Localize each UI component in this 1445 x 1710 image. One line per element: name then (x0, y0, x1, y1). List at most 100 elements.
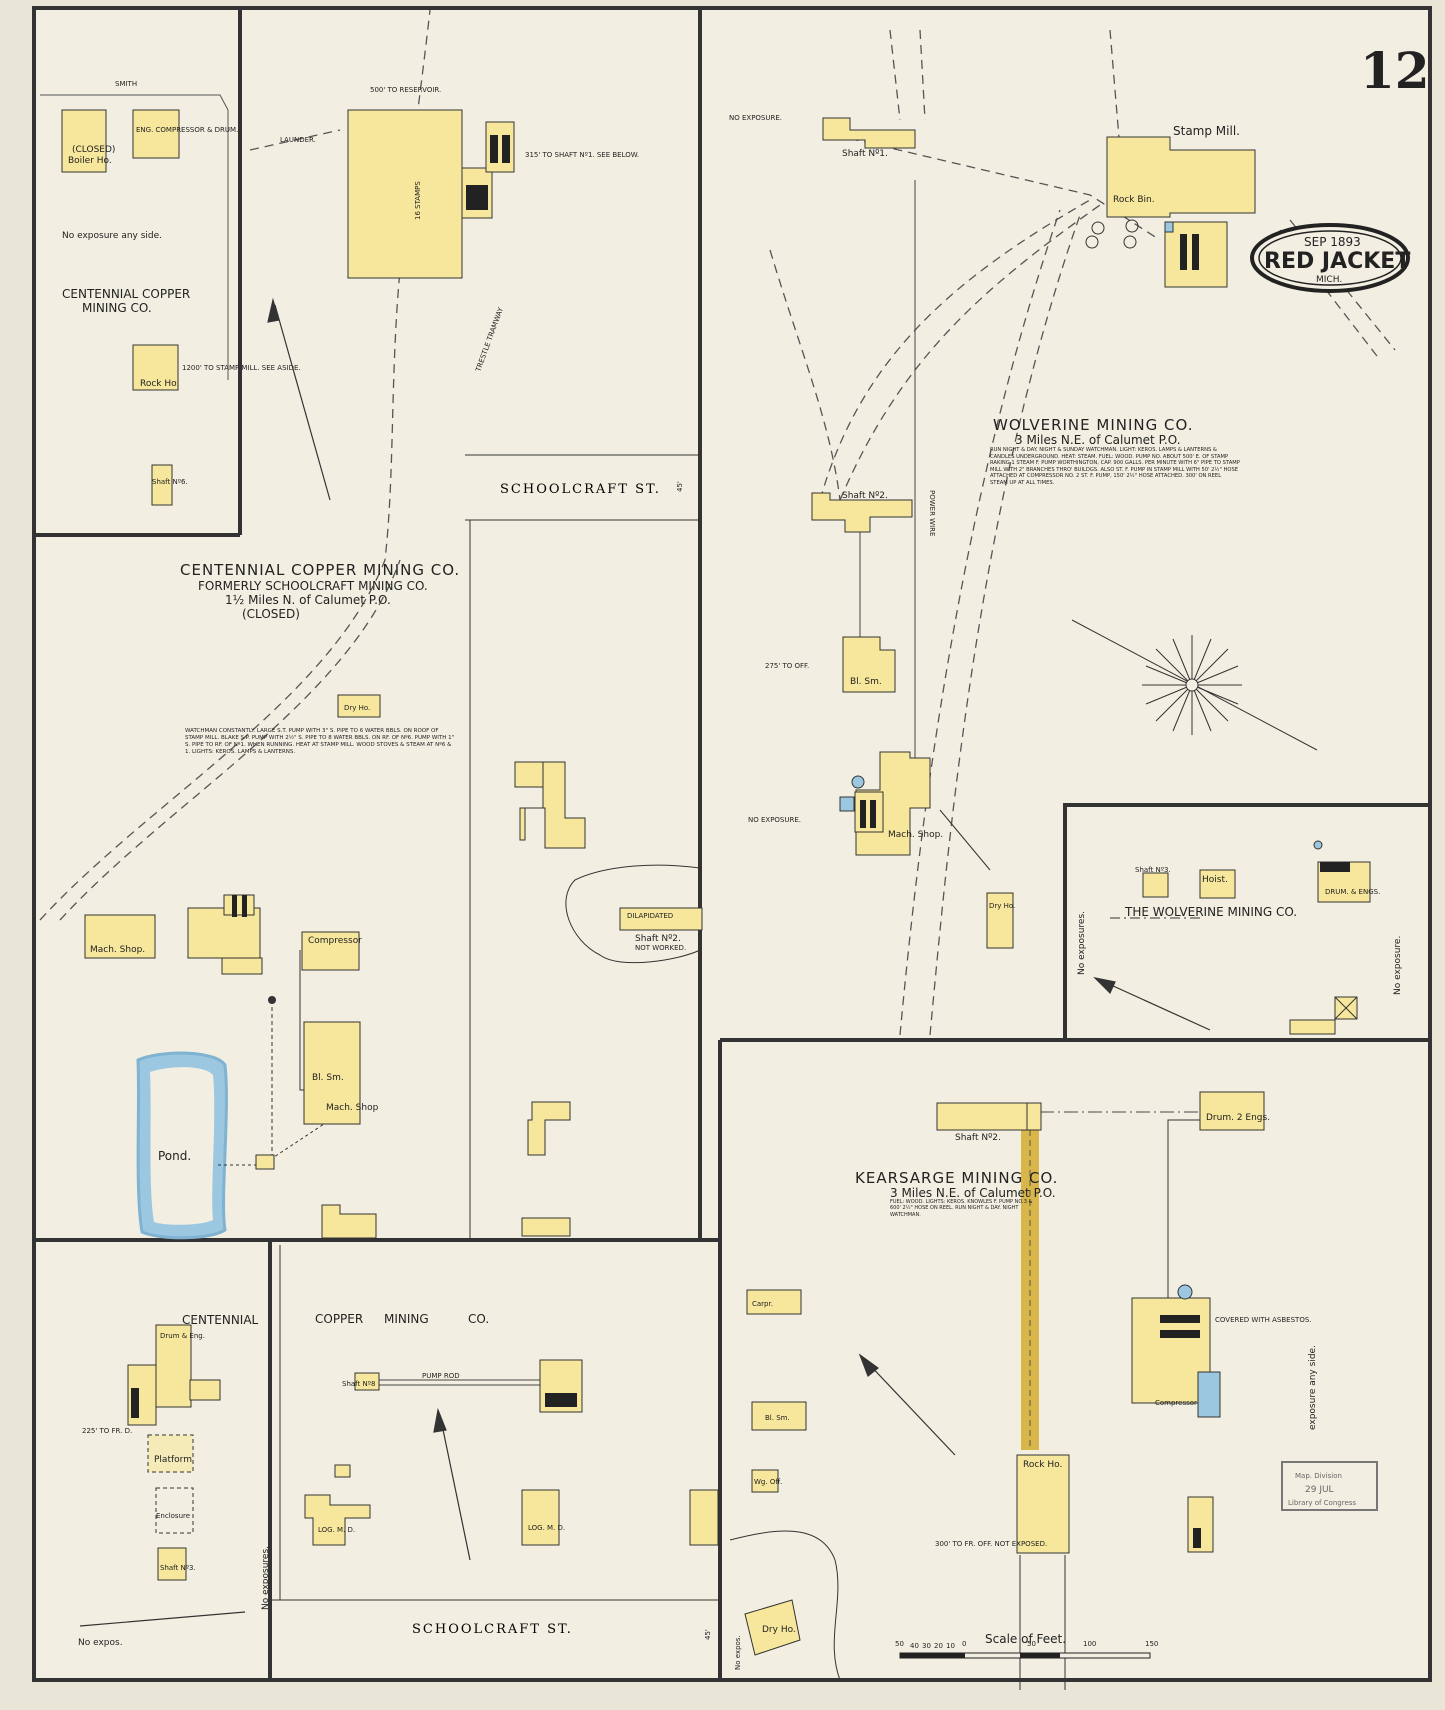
carpenter (746, 1289, 802, 1315)
stamp-mill-wolverine (1106, 136, 1256, 218)
dry-house-b1 (337, 694, 381, 718)
shaft-2-kearsarge (936, 1102, 1028, 1131)
kearsarge-label: KEARSARGE MINING CO. 3 Miles N.E. of Cal… (855, 1169, 1058, 1200)
svg-text:MINING: MINING (384, 1312, 429, 1326)
drum-eng (155, 1324, 192, 1408)
svg-text:No expos.: No expos. (734, 1635, 742, 1670)
svg-text:Shaft Nº6.: Shaft Nº6. (152, 478, 188, 486)
svg-text:Compressor: Compressor (308, 936, 362, 946)
wolverine-label: WOLVERINE MINING CO. 3 Miles N.E. of Cal… (993, 416, 1193, 447)
shaft-6 (151, 464, 173, 506)
svg-text:Mach. Shop.: Mach. Shop. (90, 945, 145, 955)
svg-text:29 JUL: 29 JUL (1305, 1485, 1334, 1495)
svg-text:45': 45' (676, 481, 684, 492)
centennial-lower-label: CENTENNIAL COPPER MINING CO. (182, 1312, 489, 1327)
svg-text:Carpr.: Carpr. (752, 1300, 773, 1308)
svg-text:100: 100 (1083, 1640, 1096, 1648)
svg-text:CENTENNIAL: CENTENNIAL (182, 1313, 259, 1327)
svg-text:LOG. M. D.: LOG. M. D. (318, 1526, 355, 1534)
svg-text:Mach. Shop: Mach. Shop (326, 1103, 379, 1113)
eng-compressor (132, 109, 180, 159)
date-stamp: SEP 1893 RED JACKET MICH. (1250, 223, 1410, 293)
svg-text:SEP 1893: SEP 1893 (1304, 235, 1361, 249)
svg-text:CENTENNIAL COPPER: CENTENNIAL COPPER (62, 287, 190, 301)
svg-text:exposure any side.: exposure any side. (1308, 1345, 1318, 1430)
svg-text:Shaft Nº1.: Shaft Nº1. (842, 149, 888, 159)
svg-text:NO EXPOSURE.: NO EXPOSURE. (729, 114, 782, 122)
svg-text:20: 20 (934, 1642, 943, 1650)
svg-text:50: 50 (1027, 1640, 1036, 1648)
svg-text:RED JACKET: RED JACKET (1264, 249, 1410, 274)
svg-text:Drum & Eng.: Drum & Eng. (160, 1332, 205, 1340)
svg-text:1½ Miles N. of Calumet P.O.: 1½ Miles N. of Calumet P.O. (225, 593, 391, 607)
svg-text:Stamp Mill.: Stamp Mill. (1173, 124, 1240, 138)
svg-text:Rock Bin.: Rock Bin. (1113, 195, 1155, 205)
north-arrows (79, 297, 1211, 1627)
svg-text:Rock Ho.: Rock Ho. (140, 379, 179, 389)
svg-text:WOLVERINE MINING CO.: WOLVERINE MINING CO. (993, 416, 1193, 434)
svg-text:KEARSARGE MINING CO.: KEARSARGE MINING CO. (855, 1169, 1058, 1187)
svg-text:No exposures.: No exposures. (1077, 911, 1087, 975)
svg-text:MICH.: MICH. (1316, 275, 1342, 285)
rock-house-inset (132, 344, 179, 391)
rock-house-kearsarge (1016, 1454, 1070, 1554)
svg-text:ENG. COMPRESSOR & DRUM.: ENG. COMPRESSOR & DRUM. (136, 126, 238, 134)
svg-text:40: 40 (910, 1642, 919, 1650)
shaft-2-wolverine (811, 492, 913, 533)
wolverine-east-label: THE WOLVERINE MINING CO. (1124, 905, 1297, 919)
svg-text:Shaft Nº8: Shaft Nº8 (342, 1380, 375, 1388)
dry-house-wolverine (986, 892, 1014, 949)
svg-text:Shaft Nº3.: Shaft Nº3. (160, 1564, 196, 1572)
sheet-number: 12 (1360, 41, 1430, 100)
svg-text:16 STAMPS: 16 STAMPS (414, 181, 422, 220)
shaft-1-wolverine (822, 117, 916, 149)
svg-text:CO.: CO. (468, 1312, 489, 1326)
svg-text:Boiler Ho.: Boiler Ho. (68, 156, 112, 166)
svg-text:0: 0 (962, 1640, 966, 1648)
svg-text:500' TO RESERVOIR.: 500' TO RESERVOIR. (370, 86, 441, 94)
boiler-house (61, 109, 107, 173)
svg-text:Dry Ho.: Dry Ho. (762, 1625, 796, 1635)
smith-street: SMITH (115, 80, 137, 88)
compass-rose (1071, 619, 1318, 751)
shaft-3-lower (157, 1547, 187, 1581)
svg-text:Library of Congress: Library of Congress (1288, 1499, 1356, 1507)
svg-text:315' TO SHAFT Nº1. SEE BELOW.: 315' TO SHAFT Nº1. SEE BELOW. (525, 151, 639, 159)
svg-text:Hoist.: Hoist. (1202, 875, 1228, 885)
svg-text:30: 30 (922, 1642, 931, 1650)
svg-text:Scale of Feet.: Scale of Feet. (985, 1632, 1066, 1646)
centennial-main-label: CENTENNIAL COPPER MINING CO. FORMERLY SC… (180, 561, 459, 621)
svg-text:Shaft Nº3.: Shaft Nº3. (1135, 866, 1171, 874)
svg-text:Wg. Off.: Wg. Off. (754, 1478, 782, 1486)
stamp-mill-centennial (347, 109, 463, 279)
svg-text:DILAPIDATED: DILAPIDATED (627, 912, 673, 920)
svg-text:225' TO FR. D.: 225' TO FR. D. (82, 1427, 132, 1435)
svg-text:PUMP ROD: PUMP ROD (422, 1372, 460, 1380)
library-stamp: Map. Division 29 JUL Library of Congress (1281, 1461, 1378, 1511)
svg-text:(CLOSED): (CLOSED) (72, 145, 115, 155)
svg-text:LAUNDER.: LAUNDER. (280, 136, 316, 144)
svg-text:Bl. Sm.: Bl. Sm. (765, 1414, 790, 1422)
svg-text:DRUM. & ENGS.: DRUM. & ENGS. (1325, 888, 1380, 896)
svg-text:No exposure.: No exposure. (1393, 936, 1403, 995)
svg-text:No exposures.: No exposures. (261, 1546, 271, 1610)
svg-text:Rock Ho.: Rock Ho. (1023, 1460, 1062, 1470)
svg-text:Shaft Nº2.: Shaft Nº2. (635, 934, 681, 944)
wag-office (751, 1469, 779, 1493)
shaft-3-wolverine (1142, 872, 1169, 898)
shaft-2-dilapidated (619, 907, 703, 931)
svg-text:NO EXPOSURE.: NO EXPOSURE. (748, 816, 801, 824)
svg-text:NOT WORKED.: NOT WORKED. (635, 944, 686, 952)
svg-text:Mach. Shop.: Mach. Shop. (888, 830, 943, 840)
svg-text:Dry Ho.: Dry Ho. (344, 704, 370, 712)
compressor-3 (301, 931, 360, 971)
svg-text:FORMERLY SCHOOLCRAFT MINING CO: FORMERLY SCHOOLCRAFT MINING CO. (198, 579, 428, 593)
bl-sm-kearsarge (751, 1401, 807, 1431)
centennial-stamp-mill: 500' TO RESERVOIR. LAUNDER. 16 STAMPS 31… (280, 86, 639, 279)
bl-sm-mach-shop (303, 1021, 361, 1125)
svg-text:45': 45' (704, 1629, 712, 1640)
dry-house-kearsarge (744, 1599, 801, 1656)
svg-text:Bl. Sm.: Bl. Sm. (312, 1073, 344, 1083)
